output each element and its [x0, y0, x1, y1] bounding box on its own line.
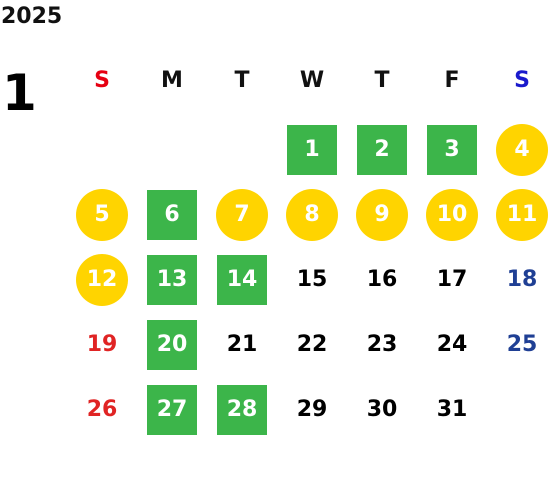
day-11[interactable]: 11 — [496, 189, 548, 241]
day-1[interactable]: 1 — [287, 125, 337, 175]
weekday-tue: T — [234, 68, 250, 93]
day-31[interactable]: 31 — [436, 397, 468, 422]
day-12[interactable]: 12 — [76, 254, 128, 306]
day-18[interactable]: 18 — [506, 267, 538, 292]
weekday-sun: S — [94, 68, 110, 93]
day-17[interactable]: 17 — [436, 267, 468, 292]
weekday-thu: T — [374, 68, 390, 93]
day-7[interactable]: 7 — [216, 189, 268, 241]
day-28[interactable]: 28 — [217, 385, 267, 435]
year-label: 2025 — [1, 4, 63, 29]
day-22[interactable]: 22 — [296, 332, 328, 357]
day-14[interactable]: 14 — [217, 255, 267, 305]
day-6[interactable]: 6 — [147, 190, 197, 240]
day-2[interactable]: 2 — [357, 125, 407, 175]
day-20[interactable]: 20 — [147, 320, 197, 370]
weekday-wed: W — [299, 68, 325, 93]
day-25[interactable]: 25 — [506, 332, 538, 357]
day-9[interactable]: 9 — [356, 189, 408, 241]
day-21[interactable]: 21 — [226, 332, 258, 357]
day-10[interactable]: 10 — [426, 189, 478, 241]
day-16[interactable]: 16 — [366, 267, 398, 292]
day-15[interactable]: 15 — [296, 267, 328, 292]
day-23[interactable]: 23 — [366, 332, 398, 357]
day-30[interactable]: 30 — [366, 397, 398, 422]
weekday-mon: M — [161, 68, 183, 93]
month-label: 1 — [2, 64, 37, 122]
day-8[interactable]: 8 — [286, 189, 338, 241]
day-5[interactable]: 5 — [76, 189, 128, 241]
day-26[interactable]: 26 — [86, 397, 118, 422]
day-13[interactable]: 13 — [147, 255, 197, 305]
day-29[interactable]: 29 — [296, 397, 328, 422]
day-19[interactable]: 19 — [86, 332, 118, 357]
weekday-fri: F — [444, 68, 460, 93]
day-24[interactable]: 24 — [436, 332, 468, 357]
day-4[interactable]: 4 — [496, 124, 548, 176]
day-3[interactable]: 3 — [427, 125, 477, 175]
day-27[interactable]: 27 — [147, 385, 197, 435]
weekday-sat: S — [514, 68, 530, 93]
